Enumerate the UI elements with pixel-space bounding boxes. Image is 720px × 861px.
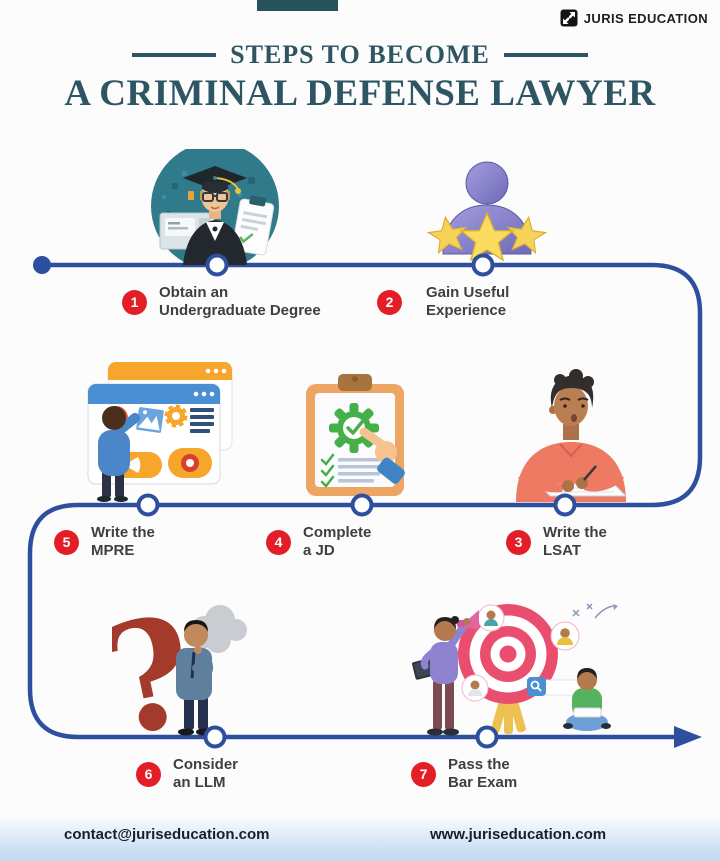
brand-name: JURIS EDUCATION [583, 10, 708, 26]
page-title: STEPS TO BECOME A CRIMINAL DEFENSE LAWYE… [0, 40, 720, 115]
step-4: 4 Complete a JD [266, 524, 371, 561]
footer-band [0, 815, 720, 861]
timeline-node-step-2 [471, 253, 495, 277]
website-url: www.juriseducation.com [430, 826, 607, 843]
step-1: 1 Obtain an Undergraduate Degree [122, 284, 321, 321]
step-7-label: Pass the Bar Exam [448, 756, 518, 792]
step-1-number-badge: 1 [122, 289, 147, 315]
search-icon [530, 680, 540, 690]
avatar-bubbles [461, 604, 580, 702]
juris-education-logo-icon [560, 9, 578, 27]
step-3-label: Write the LSAT [543, 524, 607, 560]
step-6-number-badge: 6 [136, 761, 161, 787]
path-end-arrow-icon [674, 726, 702, 748]
team-dartboard-target-illustration [412, 603, 618, 736]
sparkle-doodles [572, 603, 614, 619]
contact-email: contact@juriseducation.com [64, 826, 270, 843]
clipboard-checklist-illustration [306, 374, 405, 496]
student-writing-exam-illustration [516, 369, 628, 502]
step-5-number-badge: 5 [54, 529, 79, 555]
step-4-number-badge: 4 [266, 529, 291, 555]
person-figure [97, 406, 141, 502]
step-3: 3 Write the LSAT [506, 524, 607, 561]
step-3-number-badge: 3 [506, 529, 531, 555]
brand-logo: JURIS EDUCATION [560, 9, 708, 27]
step-6-label: Consider an LLM [173, 756, 239, 792]
title-main: A CRIMINAL DEFENSE LAWYER [64, 73, 656, 114]
title-right-dash [503, 53, 588, 57]
step-2-label: Gain Useful Experience [426, 284, 510, 320]
person-browser-windows-illustration [87, 362, 233, 502]
timeline-node-step-7 [475, 725, 499, 749]
thinker-figure [176, 620, 213, 736]
top-accent-tab [257, 0, 338, 11]
timeline-node-step-4 [350, 493, 374, 517]
timeline-node-step-5 [136, 493, 160, 517]
step-4-label: Complete a JD [303, 524, 372, 560]
thinking-question-mark-illustration: ? [112, 598, 247, 738]
step-2-number-badge: 2 [377, 289, 402, 315]
announcer-figure [412, 610, 479, 736]
laptop-sitter-figure [563, 668, 611, 731]
step-1-label: Obtain an Undergraduate Degree [159, 284, 321, 320]
step-7: 7 Pass the Bar Exam [411, 756, 517, 793]
person-with-stars-illustration [425, 161, 549, 262]
step-6: 6 Consider an LLM [136, 756, 238, 793]
timeline-node-step-6 [203, 725, 227, 749]
step-5: 5 Write the MPRE [54, 524, 155, 561]
path-start-dot [33, 256, 51, 274]
step-7-number-badge: 7 [411, 761, 436, 787]
timeline-node-step-1 [205, 253, 229, 277]
title-left-dash [132, 53, 217, 57]
step-5-label: Write the MPRE [91, 524, 155, 560]
graduation-cap-student-illustration [151, 149, 279, 265]
title-eyebrow: STEPS TO BECOME [230, 40, 490, 69]
step-2: 2 Gain Useful Experience [377, 284, 509, 321]
timeline-node-step-3 [553, 493, 577, 517]
